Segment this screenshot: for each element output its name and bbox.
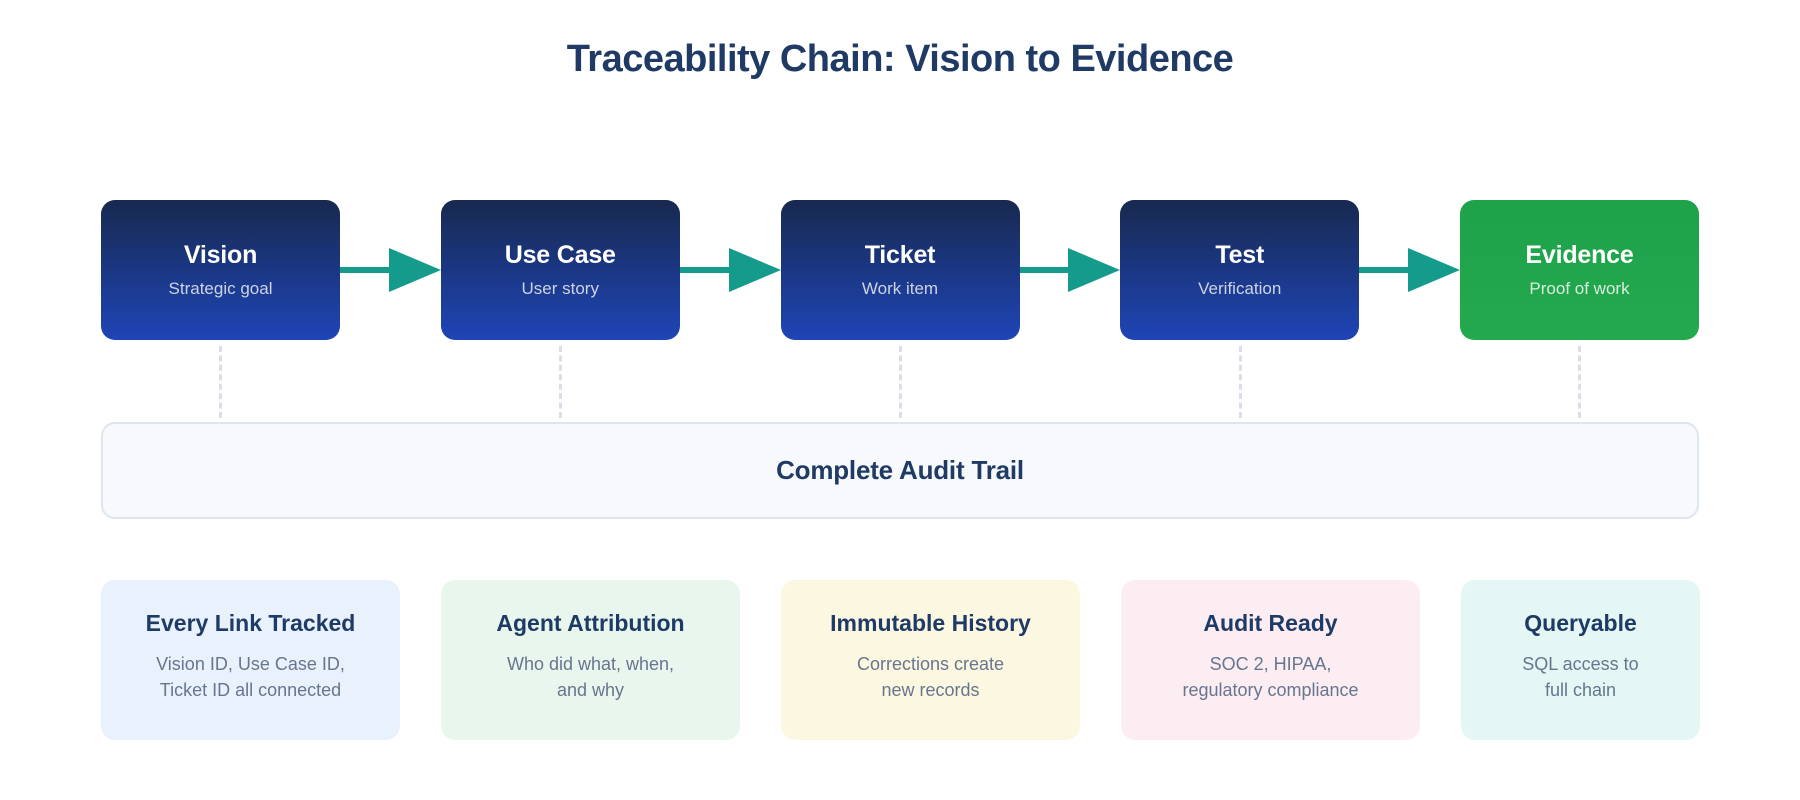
feature-title: Every Link Tracked (145, 610, 356, 636)
chain-node-vision: Vision Strategic goal (101, 200, 340, 340)
node-sublabel: Work item (861, 279, 939, 298)
dashed-connector (559, 346, 562, 418)
feature-description: Who did what, when, and why (506, 654, 675, 701)
arrow-right-icon (1019, 200, 1121, 340)
dashed-connector (219, 346, 222, 418)
node-sublabel: User story (521, 279, 599, 298)
node-sublabel: Proof of work (1529, 279, 1630, 298)
node-label: Use Case (504, 241, 616, 269)
dashed-connector (899, 346, 902, 418)
chain-node-evidence: Evidence Proof of work (1460, 200, 1699, 340)
feature-card-queryable: Queryable SQL access to full chain (1461, 580, 1700, 740)
audit-trail-label: Complete Audit Trail (776, 455, 1024, 485)
feature-title: Agent Attribution (496, 610, 685, 636)
feature-description: SOC 2, HIPAA, regulatory compliance (1182, 654, 1359, 701)
feature-description: SQL access to full chain (1522, 654, 1639, 701)
dashed-connector (1239, 346, 1242, 418)
feature-card-every-link-tracked: Every Link Tracked Vision ID, Use Case I… (101, 580, 400, 740)
node-label: Vision (183, 241, 258, 269)
feature-card-immutable-history: Immutable History Corrections create new… (781, 580, 1080, 740)
feature-title: Immutable History (830, 610, 1031, 636)
page-title: Traceability Chain: Vision to Evidence (566, 38, 1234, 80)
arrow-right-icon (1359, 200, 1460, 340)
arrow-right-icon (340, 200, 441, 340)
chain-node-use-case: Use Case User story (440, 200, 680, 340)
chain-node-ticket: Ticket Work item (780, 200, 1020, 340)
connector-zone (0, 340, 1800, 422)
feature-card-audit-ready: Audit Ready SOC 2, HIPAA, regulatory com… (1121, 580, 1420, 740)
feature-title: Queryable (1524, 610, 1637, 636)
audit-trail-panel: Complete Audit Trail (101, 422, 1699, 519)
feature-description: Corrections create new records (856, 654, 1005, 701)
feature-description: Vision ID, Use Case ID, Ticket ID all co… (156, 654, 345, 701)
dashed-connector (1578, 346, 1581, 418)
node-sublabel: Verification (1198, 279, 1282, 298)
node-label: Test (1215, 241, 1265, 269)
node-label: Evidence (1525, 241, 1634, 269)
node-label: Ticket (864, 241, 936, 269)
node-sublabel: Strategic goal (168, 279, 273, 298)
feature-title: Audit Ready (1203, 610, 1338, 636)
traceability-chain: Vision Strategic goal Use Case User stor… (101, 200, 1699, 340)
features-row: Every Link Tracked Vision ID, Use Case I… (101, 580, 1700, 740)
feature-card-agent-attribution: Agent Attribution Who did what, when, an… (441, 580, 740, 740)
chain-node-test: Test Verification (1120, 200, 1360, 340)
arrow-right-icon (679, 200, 781, 340)
